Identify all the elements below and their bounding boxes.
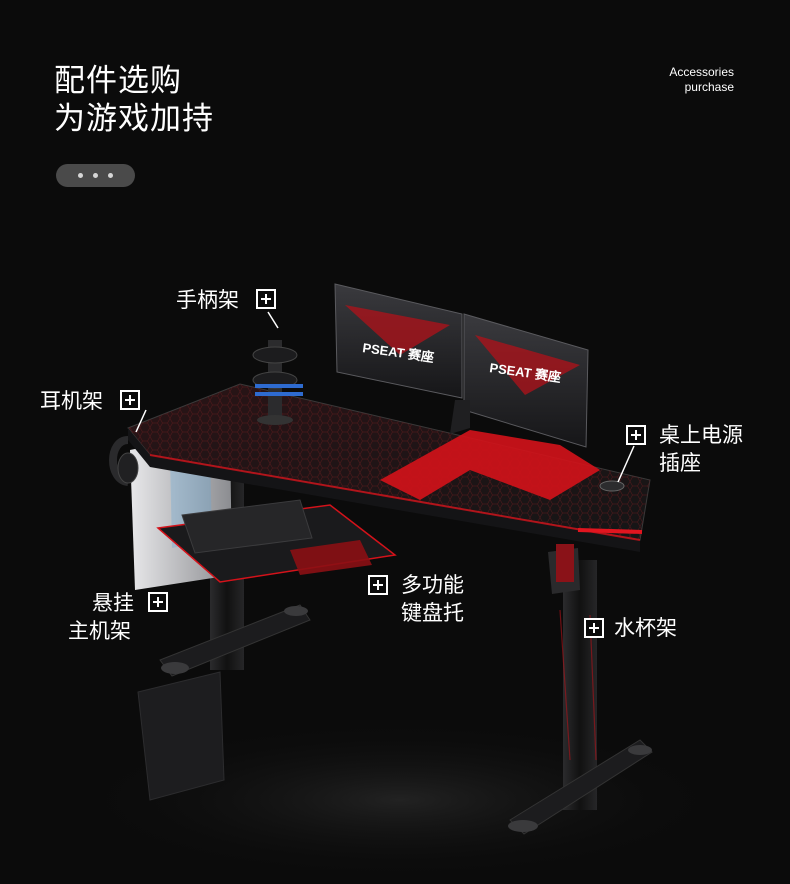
power-socket	[599, 480, 625, 492]
keyboard-tray-plus-icon[interactable]	[368, 575, 388, 595]
power-socket-plus-icon[interactable]	[626, 425, 646, 445]
power-socket-label-line-2: 插座	[659, 451, 701, 475]
pager-dot-3[interactable]	[108, 173, 113, 178]
headphone-rack-label: 耳机架	[40, 389, 103, 413]
cup-holder-plus-icon[interactable]	[584, 618, 604, 638]
english-subtitle-line-2: purchase	[684, 80, 734, 94]
host-hanger-label-line-2: 主机架	[68, 619, 131, 643]
carousel-pager[interactable]	[56, 164, 135, 187]
host-hanger-plus-icon[interactable]	[148, 592, 168, 612]
keyboard-tray-label: 多功能 键盘托	[401, 571, 464, 627]
controller-rack-label: 手柄架	[176, 288, 239, 312]
host-hanger-label-line-1: 悬挂	[92, 591, 134, 615]
english-subtitle-line-1: Accessories	[669, 65, 734, 79]
keyboard-tray-label-line-2: 键盘托	[401, 601, 464, 625]
cup-holder-label: 水杯架	[614, 616, 677, 640]
pager-dot-2[interactable]	[93, 173, 98, 178]
headphone-rack-plus-icon[interactable]	[120, 390, 140, 410]
power-socket-label: 桌上电源 插座	[659, 421, 743, 477]
power-socket-label-line-1: 桌上电源	[659, 423, 743, 447]
pager-dot-1[interactable]	[78, 173, 83, 178]
english-subtitle: Accessories purchase	[669, 65, 734, 95]
headline: 配件选购 为游戏加持	[54, 62, 214, 138]
headline-line-2: 为游戏加持	[54, 101, 214, 137]
controller-rack-plus-icon[interactable]	[256, 289, 276, 309]
headline-line-1: 配件选购	[54, 63, 182, 99]
keyboard-tray-label-line-1: 多功能	[401, 573, 464, 597]
right-leg	[563, 560, 597, 810]
desk-logo	[380, 430, 600, 500]
